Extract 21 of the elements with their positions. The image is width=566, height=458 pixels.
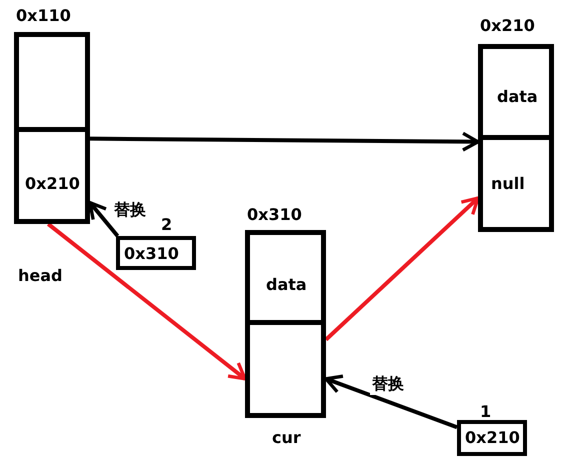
pointer-name: head <box>18 266 62 285</box>
arrow <box>90 132 480 152</box>
address-box <box>457 420 527 456</box>
pointer-name: 1 <box>480 402 492 421</box>
address-label: 0x110 <box>16 6 71 25</box>
arrow <box>46 222 247 380</box>
address-label: 0x310 <box>247 205 302 224</box>
arrow <box>324 196 480 342</box>
address-text: 0x310 <box>124 244 179 263</box>
arrow <box>324 374 458 430</box>
cell-text: 0x210 <box>25 174 80 193</box>
cell-text: null <box>491 174 525 193</box>
pointer-name: 2 <box>161 215 172 234</box>
cell-text: data <box>266 275 307 294</box>
address-box <box>116 236 196 270</box>
address-label: 0x210 <box>480 16 535 35</box>
edge-label: 替换 <box>370 374 406 395</box>
address-text: 0x210 <box>465 428 520 447</box>
cell-text: data <box>497 87 538 106</box>
arrow <box>88 201 120 238</box>
pointer-name: cur <box>272 428 301 447</box>
